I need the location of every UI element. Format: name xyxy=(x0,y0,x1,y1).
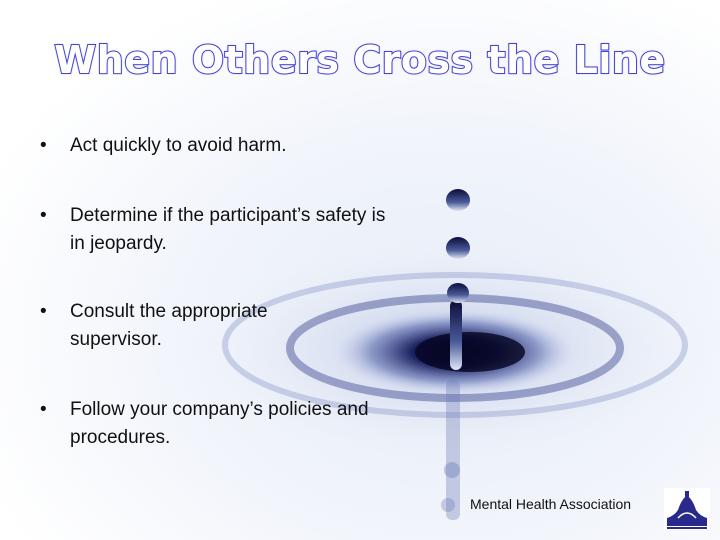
bullet-marker: • xyxy=(40,135,47,156)
footer-organization: Mental Health Association xyxy=(470,496,632,512)
bullet-marker: • xyxy=(40,301,47,322)
bullet-item-2: • Determine if the participant’s safety … xyxy=(40,202,390,258)
slide-title: When Others Cross the Line xyxy=(53,37,666,83)
bullet-item-3: • Consult the appropriate supervisor. xyxy=(40,298,360,354)
bullet-marker: • xyxy=(40,205,47,226)
bullet-item-1: • Act quickly to avoid harm. xyxy=(40,132,286,160)
bullet-marker: • xyxy=(40,399,47,420)
bullet-text: Act quickly to avoid harm. xyxy=(70,135,287,156)
bullet-text: Determine if the participant’s safety is… xyxy=(70,205,386,254)
bullet-item-4: • Follow your company’s policies and pro… xyxy=(40,396,410,452)
bullet-text: Consult the appropriate supervisor. xyxy=(70,301,268,350)
bullet-text: Follow your company’s policies and proce… xyxy=(70,399,369,448)
bell-logo-icon xyxy=(664,488,710,530)
